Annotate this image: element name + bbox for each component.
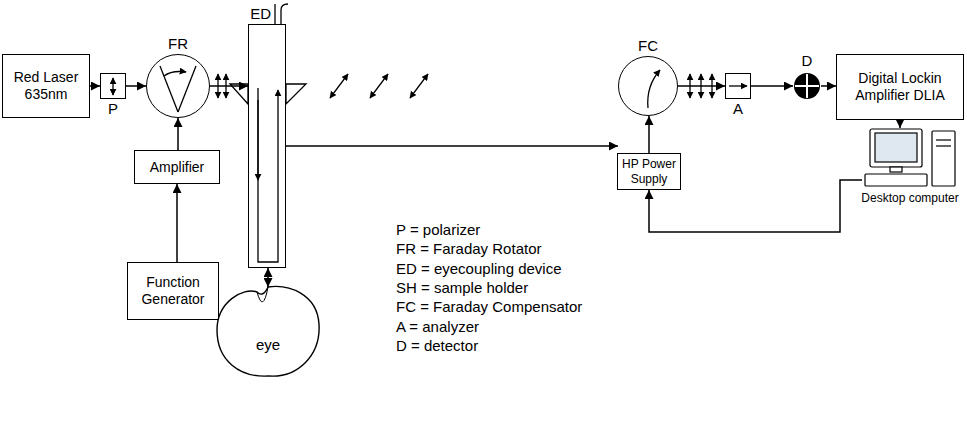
box-label: Digital Lockin Amplifier DLIA <box>840 70 960 104</box>
key-entry: A = analyzer <box>396 318 479 336</box>
beam-connector <box>177 118 179 150</box>
part-label: Desktop computer <box>861 191 958 205</box>
polarization-arrow <box>330 74 348 98</box>
part-label: D <box>802 52 813 70</box>
rotator-line <box>178 66 196 112</box>
part-label: P <box>108 100 118 118</box>
eye-outline <box>213 284 323 380</box>
box-label: Function Generator <box>131 274 215 308</box>
key-entry: D = detector <box>396 337 478 355</box>
key-entry: P = polarizer <box>396 221 480 239</box>
detector: D <box>793 72 821 100</box>
tube <box>274 4 275 24</box>
tube <box>281 4 288 24</box>
beam-arrow <box>257 100 258 180</box>
desktop-computer: Desktop computer <box>862 128 958 190</box>
faraday-rotator: FR <box>146 54 210 118</box>
box-label: HP Power Supply <box>621 157 677 186</box>
polarizer: P <box>100 73 126 99</box>
beam-connector <box>899 120 901 128</box>
beam-connector <box>176 184 178 262</box>
quadrant-line <box>795 85 819 87</box>
function-generator-box: Function Generator <box>127 262 219 320</box>
polarization-arrow <box>112 78 113 95</box>
beam-connector <box>210 85 248 87</box>
computer-icon <box>862 128 958 190</box>
beam-connector <box>751 85 793 87</box>
faraday-compensator: FC <box>618 56 678 116</box>
beam-connector <box>267 268 269 287</box>
key-entry: FR = Faraday Rotator <box>396 240 541 258</box>
power-supply-box: HP Power Supply <box>617 153 681 190</box>
key-entry: ED = eyecoupling device <box>396 260 562 278</box>
part-label: eye <box>213 336 323 354</box>
amplifier-box: Amplifier <box>134 150 220 184</box>
analyzer-arrow <box>729 85 747 86</box>
part-label: FC <box>638 37 658 55</box>
analyzer: A <box>725 73 751 99</box>
coupling-prism <box>286 84 306 104</box>
box-label: Red Laser 635nm <box>6 69 86 103</box>
key-entry: SH = sample holder <box>396 279 528 297</box>
box-label: Amplifier <box>150 159 204 176</box>
lockin-amplifier-box: Digital Lockin Amplifier DLIA <box>836 54 964 120</box>
beam-connector <box>678 85 725 87</box>
beam-connector <box>821 85 836 87</box>
rotation-arrow <box>164 72 186 77</box>
beam-connector <box>90 85 100 87</box>
polarization-arrow <box>370 74 388 98</box>
part-label: A <box>733 100 743 118</box>
compensation-arrow <box>648 70 660 108</box>
quadrant-line <box>794 85 820 87</box>
laser-box: Red Laser 635nm <box>2 54 90 118</box>
part-label: FR <box>168 35 188 53</box>
detector-body <box>794 73 820 99</box>
polarization-arrow <box>410 74 428 98</box>
beam-connector <box>286 145 618 147</box>
beam-connector <box>126 85 146 87</box>
coupling-prism <box>230 84 248 104</box>
beam-connector <box>648 116 650 153</box>
eye: eye <box>213 284 323 380</box>
beam-path <box>258 88 278 262</box>
part-label: ED <box>250 5 271 23</box>
key-entry: FC = Faraday Compensator <box>396 298 582 316</box>
eyecoupling-device: ED <box>248 24 286 268</box>
